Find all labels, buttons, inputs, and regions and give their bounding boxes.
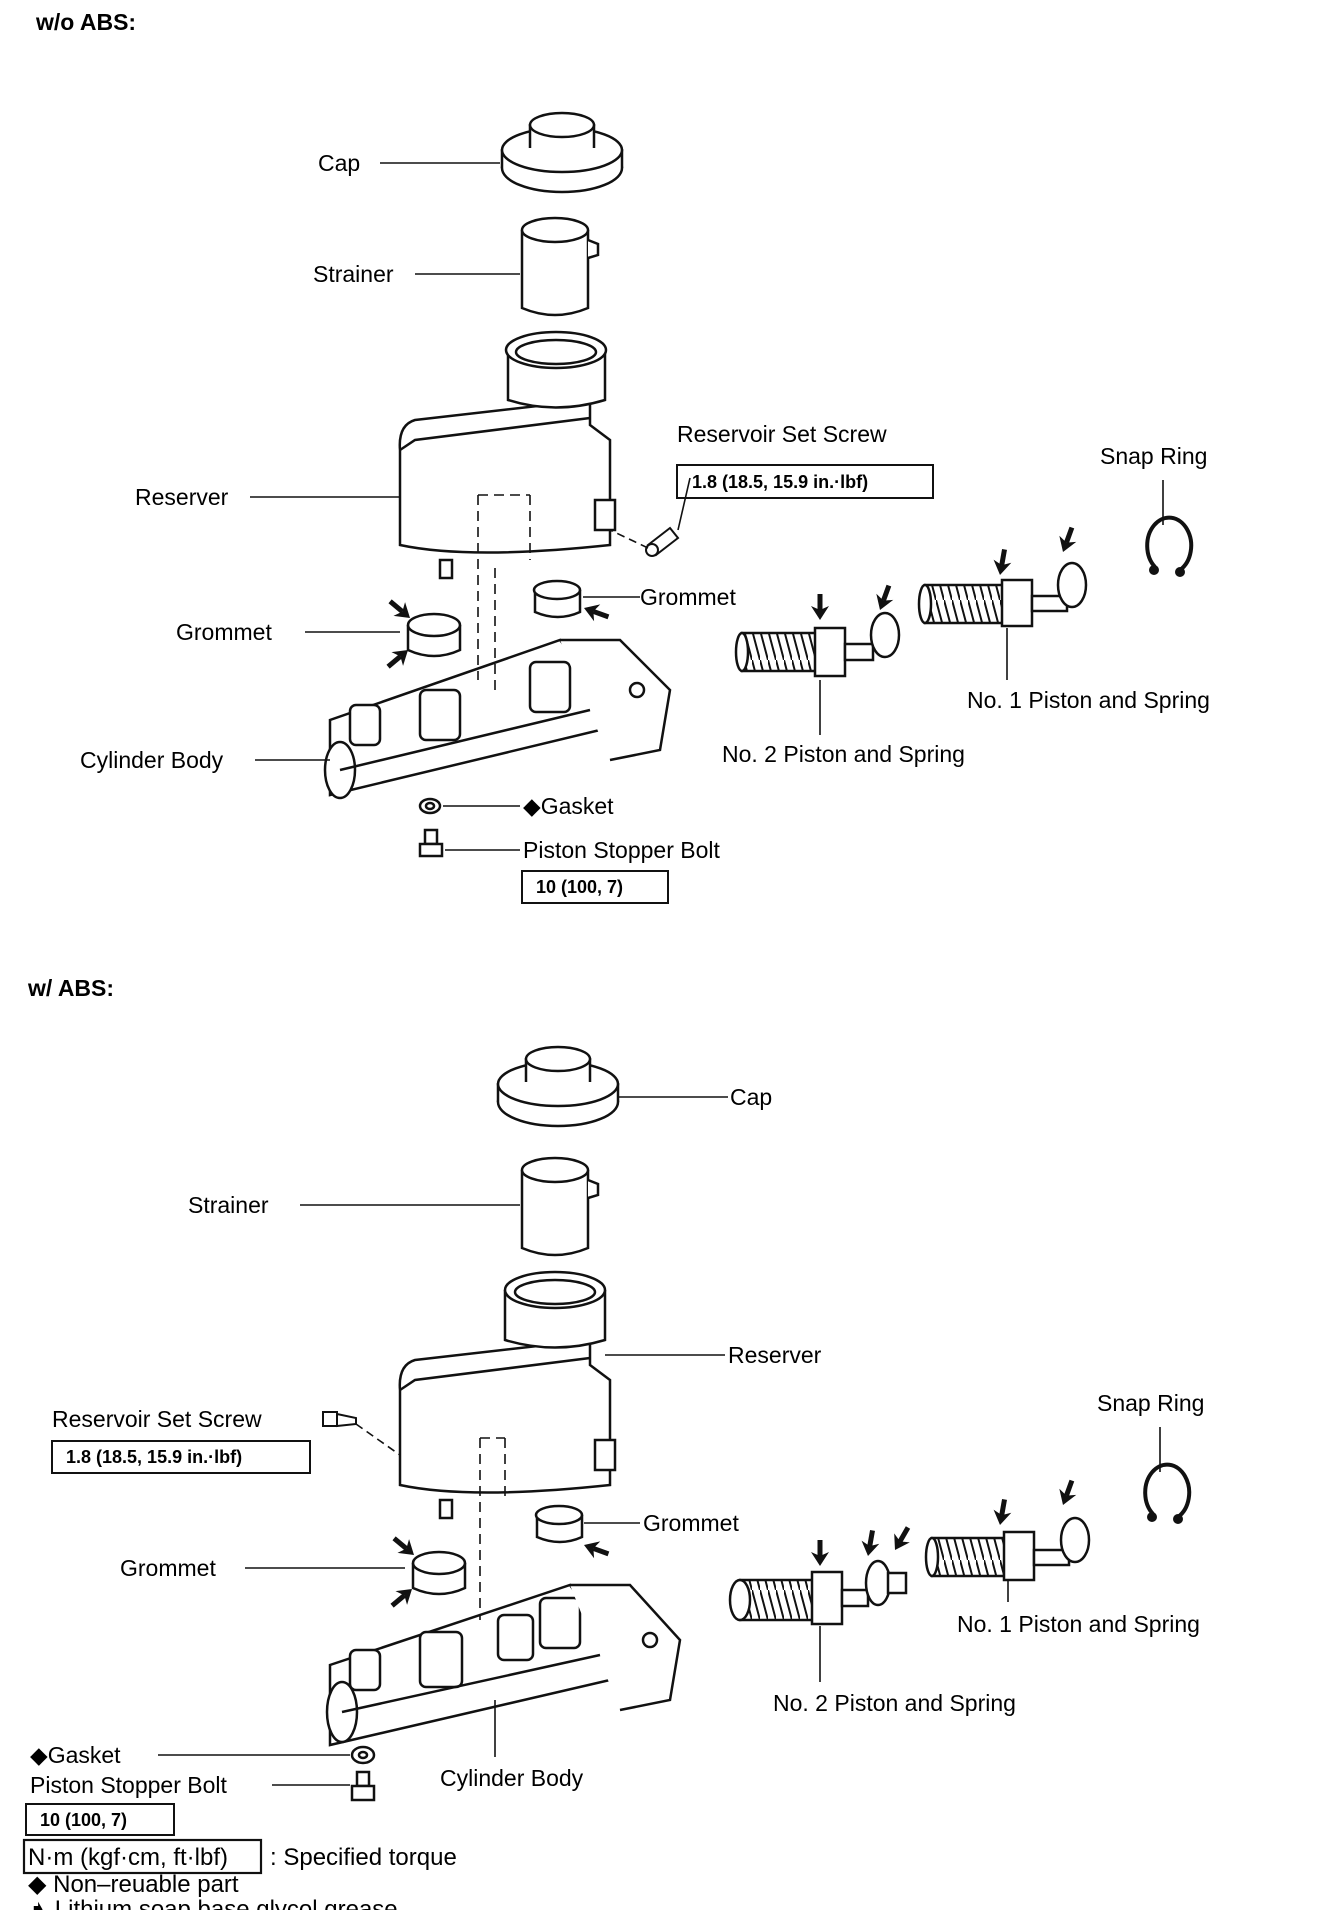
reservoir-set-screw-part <box>645 526 680 557</box>
cylinder-body-part-abs <box>325 1583 682 1747</box>
grommet-left-part <box>406 612 462 658</box>
gasket-part <box>418 797 442 815</box>
reserver-part <box>398 330 617 580</box>
heading-with-abs: w/ ABS: <box>27 975 114 1001</box>
cap-part <box>500 111 624 194</box>
label-no2-piston-abs: No. 2 Piston and Spring <box>773 1690 1016 1716</box>
label-reservoir-set-screw-abs: Reservoir Set Screw <box>52 1406 262 1432</box>
label-strainer: Strainer <box>313 261 394 287</box>
strainer-part <box>520 216 600 317</box>
label-gasket: ◆Gasket <box>523 793 614 819</box>
label-reservoir-set-screw: Reservoir Set Screw <box>677 421 887 447</box>
snap-ring-part-abs <box>1143 1462 1192 1524</box>
snap-ring-part <box>1145 515 1194 577</box>
torque-piston-stopper: 10 (100, 7) <box>536 877 623 897</box>
label-cylinder-body-abs: Cylinder Body <box>440 1765 584 1791</box>
strainer-part-abs <box>520 1156 600 1257</box>
no2-piston-spring-part-abs <box>728 1559 908 1626</box>
torque-reservoir-set-screw: 1.8 (18.5, 15.9 in.·lbf) <box>692 472 868 492</box>
cap-part-abs <box>496 1045 620 1128</box>
label-cap-abs: Cap <box>730 1084 772 1110</box>
piston-stopper-bolt-part <box>418 828 444 858</box>
label-cylinder-body: Cylinder Body <box>80 747 224 773</box>
no2-piston-spring-part <box>734 611 901 678</box>
gasket-part-abs <box>350 1745 376 1765</box>
torque-reservoir-set-screw-abs: 1.8 (18.5, 15.9 in.·lbf) <box>66 1447 242 1467</box>
torque-piston-stopper-abs: 10 (100, 7) <box>40 1810 127 1830</box>
piston-stopper-bolt-part-abs <box>350 1770 376 1802</box>
label-no2-piston: No. 2 Piston and Spring <box>722 741 965 767</box>
no1-piston-spring-part <box>917 561 1088 628</box>
reserver-part-abs <box>398 1270 617 1520</box>
label-grommet-right-abs: Grommet <box>643 1510 739 1536</box>
legend-torque-box <box>22 1838 263 1875</box>
label-reserver: Reserver <box>135 484 229 510</box>
label-cap: Cap <box>318 150 360 176</box>
torque-box-reservoir-set-screw-abs <box>51 1440 311 1474</box>
torque-box-reservoir-set-screw <box>676 464 934 499</box>
label-snap-ring-abs: Snap Ring <box>1097 1390 1204 1416</box>
legend-torque-desc: : Specified torque <box>270 1844 457 1871</box>
reservoir-set-screw-part-abs <box>322 1411 357 1428</box>
label-no1-piston-abs: No. 1 Piston and Spring <box>957 1611 1200 1637</box>
label-piston-stopper-bolt-abs: Piston Stopper Bolt <box>30 1772 228 1798</box>
grommet-right-part <box>532 579 582 619</box>
label-grommet-left: Grommet <box>176 619 272 645</box>
grommet-right-part-abs <box>534 1504 584 1544</box>
label-gasket-abs: ◆Gasket <box>30 1742 121 1768</box>
label-strainer-abs: Strainer <box>188 1192 269 1218</box>
torque-box-piston-stopper <box>521 870 669 904</box>
legend-non-reusable: ◆ Non–reuable part <box>28 1871 239 1898</box>
heading-without-abs: w/o ABS: <box>35 9 136 35</box>
label-no1-piston: No. 1 Piston and Spring <box>967 687 1210 713</box>
label-grommet-right: Grommet <box>640 584 736 610</box>
label-grommet-left-abs: Grommet <box>120 1555 216 1581</box>
label-piston-stopper-bolt: Piston Stopper Bolt <box>523 837 721 863</box>
legend-torque-unit: N·m (kgf·cm, ft·lbf) <box>28 1844 228 1871</box>
grommet-left-part-abs <box>411 1550 467 1596</box>
no1-piston-spring-part-abs <box>924 1516 1091 1582</box>
legend-grease: ➧ Lithium soap base glycol grease <box>28 1896 398 1910</box>
label-snap-ring: Snap Ring <box>1100 443 1207 469</box>
label-reserver-abs: Reserver <box>728 1342 822 1368</box>
cylinder-body-part <box>323 638 672 800</box>
torque-box-piston-stopper-abs <box>25 1803 175 1836</box>
